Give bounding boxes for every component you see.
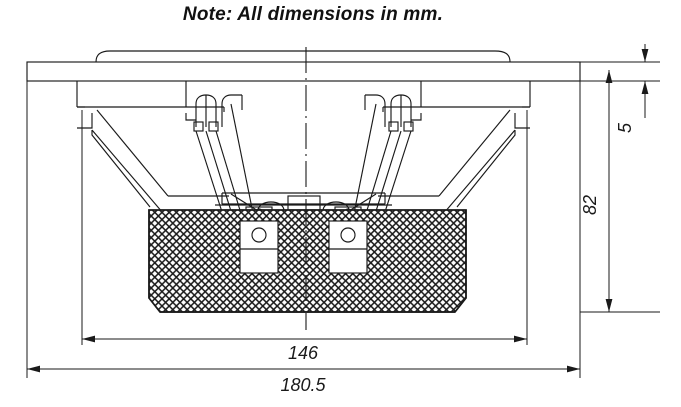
dust-cap [186, 106, 421, 112]
magnet-assembly [148, 209, 467, 313]
dimension-label-flange-thickness: 5 [615, 122, 635, 133]
magnet-outline [148, 209, 467, 313]
dimension-overall-width [26, 81, 581, 378]
dimension-label-overall-width: 180.5 [280, 375, 326, 395]
note-title: Note: All dimensions in mm. [182, 4, 444, 25]
dimension-mounting-width [81, 110, 528, 345]
dimension-label-overall-depth: 82 [580, 195, 600, 215]
flange-rim [26, 50, 581, 82]
basket-frame [76, 81, 531, 129]
motor-top-plate [215, 192, 392, 212]
terminal-cutouts [239, 220, 368, 274]
dimension-overall-depth [580, 70, 660, 313]
dimension-label-mounting-width: 146 [288, 343, 319, 363]
dimension-flange-thickness [580, 44, 660, 118]
